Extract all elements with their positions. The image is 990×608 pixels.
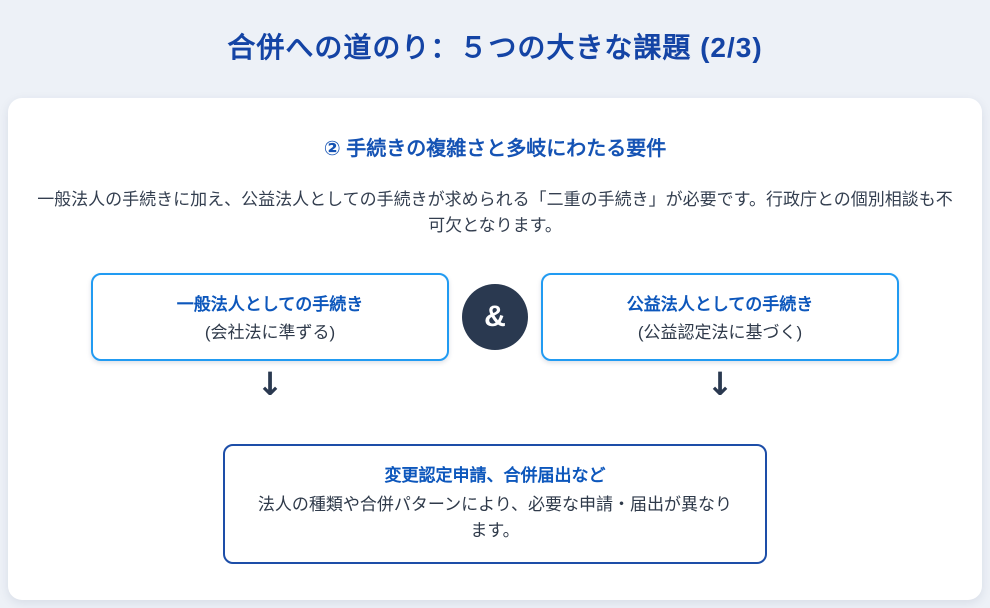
public-procedure-subtitle: (公益認定法に基づく) [637,323,803,343]
arrows-row: ↓ ↓ [8,364,982,403]
general-procedure-subtitle: (会社法に準ずる) [204,323,336,343]
left-arrow-cell: ↓ [91,364,449,403]
ampersand-connector-icon: & [462,283,528,350]
arrow-spacer [462,367,528,368]
result-box-body: 法人の種類や合併パターンにより、必要な申請・届出が異なります。 [257,494,733,541]
down-arrow-icon: ↓ [706,364,734,403]
section-heading: ② 手続きの複雑さと多岐にわたる要件 [323,138,667,160]
right-arrow-cell: ↓ [541,364,899,403]
procedures-row: 一般法人としての手続き (会社法に準ずる) & 公益法人としての手続き (公益認… [8,272,982,361]
public-procedure-title: 公益法人としての手続き [626,295,814,315]
public-interest-procedure-box: 公益法人としての手続き (公益認定法に基づく) [541,272,899,361]
page-title: 合併への道のり：５つの大きな課題 (2/3) [227,32,763,63]
general-corporation-procedure-box: 一般法人としての手続き (会社法に準ずる) [91,272,449,361]
down-arrow-icon: ↓ [256,364,284,403]
section-description: 一般法人の手続きに加え、公益法人としての手続きが求められる「二重の手続き」が必要… [37,190,953,235]
result-box-title: 変更認定申請、合併届出など [384,465,606,485]
slide-card: ② 手続きの複雑さと多岐にわたる要件 一般法人の手続きに加え、公益法人としての手… [8,98,982,600]
result-box: 変更認定申請、合併届出など 法人の種類や合併パターンにより、必要な申請・届出が異… [223,443,767,564]
general-procedure-title: 一般法人としての手続き [176,295,364,315]
